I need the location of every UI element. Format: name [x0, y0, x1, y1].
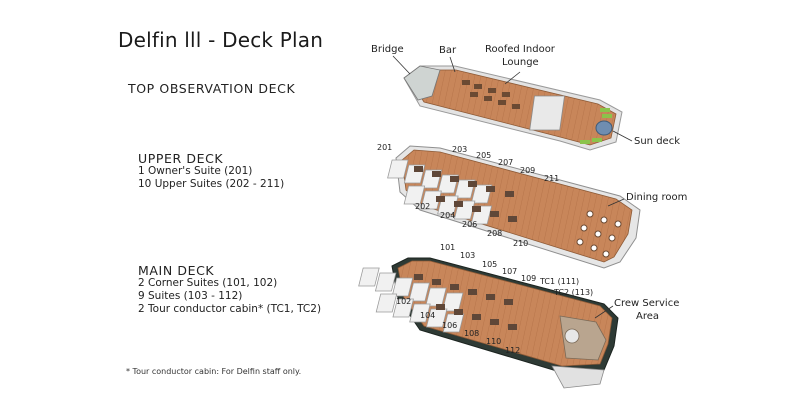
cabin-number: 102: [396, 297, 412, 306]
top-deck-heading: TOP OBSERVATION DECK: [128, 81, 296, 96]
upper-deck-heading: UPPER DECK: [138, 151, 224, 166]
cabin-number: 110: [486, 337, 502, 346]
cabin-number: 105: [482, 260, 498, 269]
lounge-label-line-1: Roofed Indoor: [485, 44, 555, 55]
cabin-number: 103: [460, 251, 476, 260]
cabin-number: 208: [487, 229, 503, 238]
dining-room-label: Dining room: [626, 192, 688, 203]
cabin-number: 206: [462, 220, 478, 229]
lounge-label-line-2: Lounge: [502, 57, 539, 68]
cabin-number: 101: [440, 243, 456, 252]
cabin-number: 109: [521, 274, 537, 283]
cabin-number: 104: [420, 311, 436, 320]
cabin-number: 201: [377, 143, 393, 152]
crew-service-label-line-1: Crew Service: [614, 298, 680, 309]
cabin-number: TC1 (111): [540, 277, 580, 286]
main-deck-plan: [358, 257, 619, 389]
cabin-number: TC2 (113): [554, 288, 594, 297]
main-deck-heading: MAIN DECK: [138, 263, 215, 278]
cabin-number: 209: [520, 166, 536, 175]
cabin-number: 211: [544, 174, 560, 183]
cabin-number: 207: [498, 158, 514, 167]
upper-deck-line-1: 1 Owner's Suite (201): [138, 165, 253, 177]
bar-label: Bar: [439, 45, 457, 56]
sun-deck-label: Sun deck: [634, 136, 680, 147]
bridge-label: Bridge: [371, 44, 404, 55]
footnote: * Tour conductor cabin: For Delfin staff…: [126, 367, 302, 376]
crew-service-label-line-2: Area: [636, 311, 660, 322]
main-deck-line-1: 2 Corner Suites (101, 102): [138, 277, 278, 289]
main-deck-line-2: 9 Suites (103 - 112): [138, 290, 243, 302]
cabin-number: 203: [452, 145, 468, 154]
cabin-number: 112: [505, 346, 521, 355]
page-title: Delfin lll - Deck Plan: [118, 28, 324, 52]
cabin-number: 106: [442, 321, 458, 330]
main-deck-line-3: 2 Tour conductor cabin* (TC1, TC2): [138, 303, 322, 315]
cabin-number: 205: [476, 151, 492, 160]
cabin-number: 108: [464, 329, 480, 338]
cabin-number: 210: [513, 239, 529, 248]
upper-deck-plan: [387, 145, 641, 269]
top-deck-plan: [403, 65, 623, 151]
cabin-number: 204: [440, 211, 456, 220]
cabin-number: 107: [502, 267, 518, 276]
cabin-number: 202: [415, 202, 431, 211]
upper-deck-line-2: 10 Upper Suites (202 - 211): [138, 178, 285, 190]
